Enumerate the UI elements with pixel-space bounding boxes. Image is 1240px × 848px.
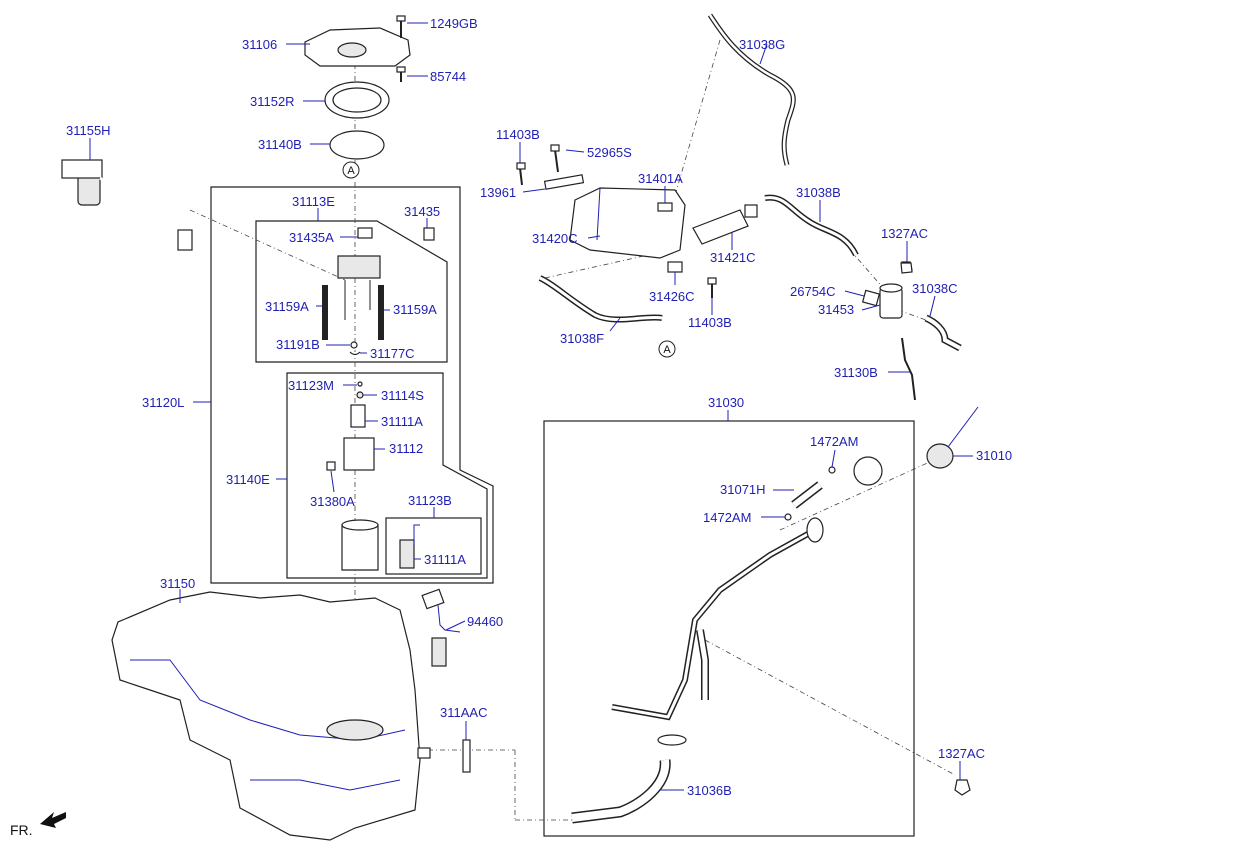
callout-31038b[interactable]: 31038B xyxy=(796,185,841,200)
callout-31038c[interactable]: 31038C xyxy=(912,281,958,296)
callout-1327ac-bottom[interactable]: 1327AC xyxy=(938,746,985,761)
cover-plate-part xyxy=(304,27,411,67)
callout-31030[interactable]: 31030 xyxy=(708,395,744,410)
callout-31159a-right[interactable]: 31159A xyxy=(393,302,437,317)
callout-31123m[interactable]: 31123M xyxy=(288,378,334,393)
callout-31152r[interactable]: 31152R xyxy=(250,94,295,109)
callout-1327ac-top[interactable]: 1327AC xyxy=(881,226,928,241)
callout-31106[interactable]: 31106 xyxy=(242,37,277,52)
callout-85744[interactable]: 85744 xyxy=(430,69,466,84)
callout-31112[interactable]: 31112 xyxy=(389,441,423,456)
fuel-sensor-part xyxy=(421,588,461,667)
callout-31159a-left[interactable]: 31159A xyxy=(265,299,309,314)
callout-labels: 1249GB 31106 85744 31152R 31140B 31155H … xyxy=(66,16,1012,798)
ref-marker-a-top: A xyxy=(342,161,360,179)
pump-motor-part xyxy=(326,381,420,571)
callout-31130b[interactable]: 31130B xyxy=(834,365,878,380)
callout-1472am-top[interactable]: 1472AM xyxy=(810,434,858,449)
callout-31038f[interactable]: 31038F xyxy=(560,331,604,346)
callout-31380a[interactable]: 31380A xyxy=(310,494,355,509)
callout-26754c[interactable]: 26754C xyxy=(790,284,836,299)
callout-31140b[interactable]: 31140B xyxy=(258,137,302,152)
filler-neck-assembly-frame xyxy=(543,420,915,837)
callout-31036b[interactable]: 31036B xyxy=(687,783,732,798)
callout-31435[interactable]: 31435 xyxy=(404,204,440,219)
callout-31114s[interactable]: 31114S xyxy=(381,388,424,403)
retaining-ring-part xyxy=(324,81,390,119)
callout-31435a[interactable]: 31435A xyxy=(289,230,334,245)
parts-artwork xyxy=(61,13,979,841)
callout-31010[interactable]: 31010 xyxy=(976,448,1012,463)
callout-1472am-bottom[interactable]: 1472AM xyxy=(703,510,751,525)
callout-31140e[interactable]: 31140E xyxy=(226,472,270,487)
bolt-85744-part xyxy=(396,66,406,82)
filler-neck-part xyxy=(571,262,979,824)
assembly-frames xyxy=(210,186,915,837)
pump-motor-subassembly-frame xyxy=(286,372,488,579)
callout-31071h[interactable]: 31071H xyxy=(720,482,766,497)
callout-11403b-top[interactable]: 11403B xyxy=(496,127,540,142)
callout-11403b-bottom[interactable]: 11403B xyxy=(688,315,732,330)
callout-13961[interactable]: 13961 xyxy=(480,185,516,200)
callout-31453[interactable]: 31453 xyxy=(818,302,854,317)
bolt-1249gb-part xyxy=(396,15,406,38)
callout-31401a[interactable]: 31401A xyxy=(638,171,683,186)
callout-31155h[interactable]: 31155H xyxy=(66,123,111,138)
callout-31177c[interactable]: 31177C xyxy=(370,346,415,361)
front-indicator-label: FR. xyxy=(10,822,33,838)
callout-31113e[interactable]: 31113E xyxy=(292,194,335,209)
vapor-hoses xyxy=(538,13,962,401)
callout-31111a-top[interactable]: 31111A xyxy=(381,414,423,429)
pump-assembly-frame xyxy=(210,186,494,584)
front-indicator: FR. xyxy=(10,812,66,838)
canister-part xyxy=(516,144,717,298)
ref-marker-a-top-text: A xyxy=(347,165,355,177)
callout-31150[interactable]: 31150 xyxy=(160,576,195,591)
fuel-filter-part xyxy=(61,159,193,251)
leader-lines xyxy=(89,22,973,791)
callout-1249gb[interactable]: 1249GB xyxy=(430,16,478,31)
callout-31191b[interactable]: 31191B xyxy=(276,337,320,352)
callout-311aac[interactable]: 311AAC xyxy=(440,705,487,720)
front-arrow-icon xyxy=(40,812,66,828)
callout-31421c[interactable]: 31421C xyxy=(710,250,756,265)
callout-52965s[interactable]: 52965S xyxy=(587,145,632,160)
callout-31111a-bottom[interactable]: 31111A xyxy=(424,552,466,567)
gasket-part xyxy=(329,130,385,160)
callout-31038g[interactable]: 31038G xyxy=(739,37,785,52)
clip-part xyxy=(462,739,471,773)
fuel-tank-part xyxy=(111,591,431,841)
callout-94460[interactable]: 94460 xyxy=(467,614,503,629)
ref-marker-a-bottom-text: A xyxy=(663,344,671,356)
callout-31120l[interactable]: 31120L xyxy=(142,395,184,410)
callout-31420c[interactable]: 31420C xyxy=(532,231,578,246)
ref-marker-a-bottom: A xyxy=(658,340,676,358)
canister-filter-part xyxy=(692,204,758,245)
sender-unit-part xyxy=(322,227,435,356)
callout-31426c[interactable]: 31426C xyxy=(649,289,695,304)
sender-subassembly-frame xyxy=(255,220,448,363)
callout-31123b[interactable]: 31123B xyxy=(408,493,452,508)
